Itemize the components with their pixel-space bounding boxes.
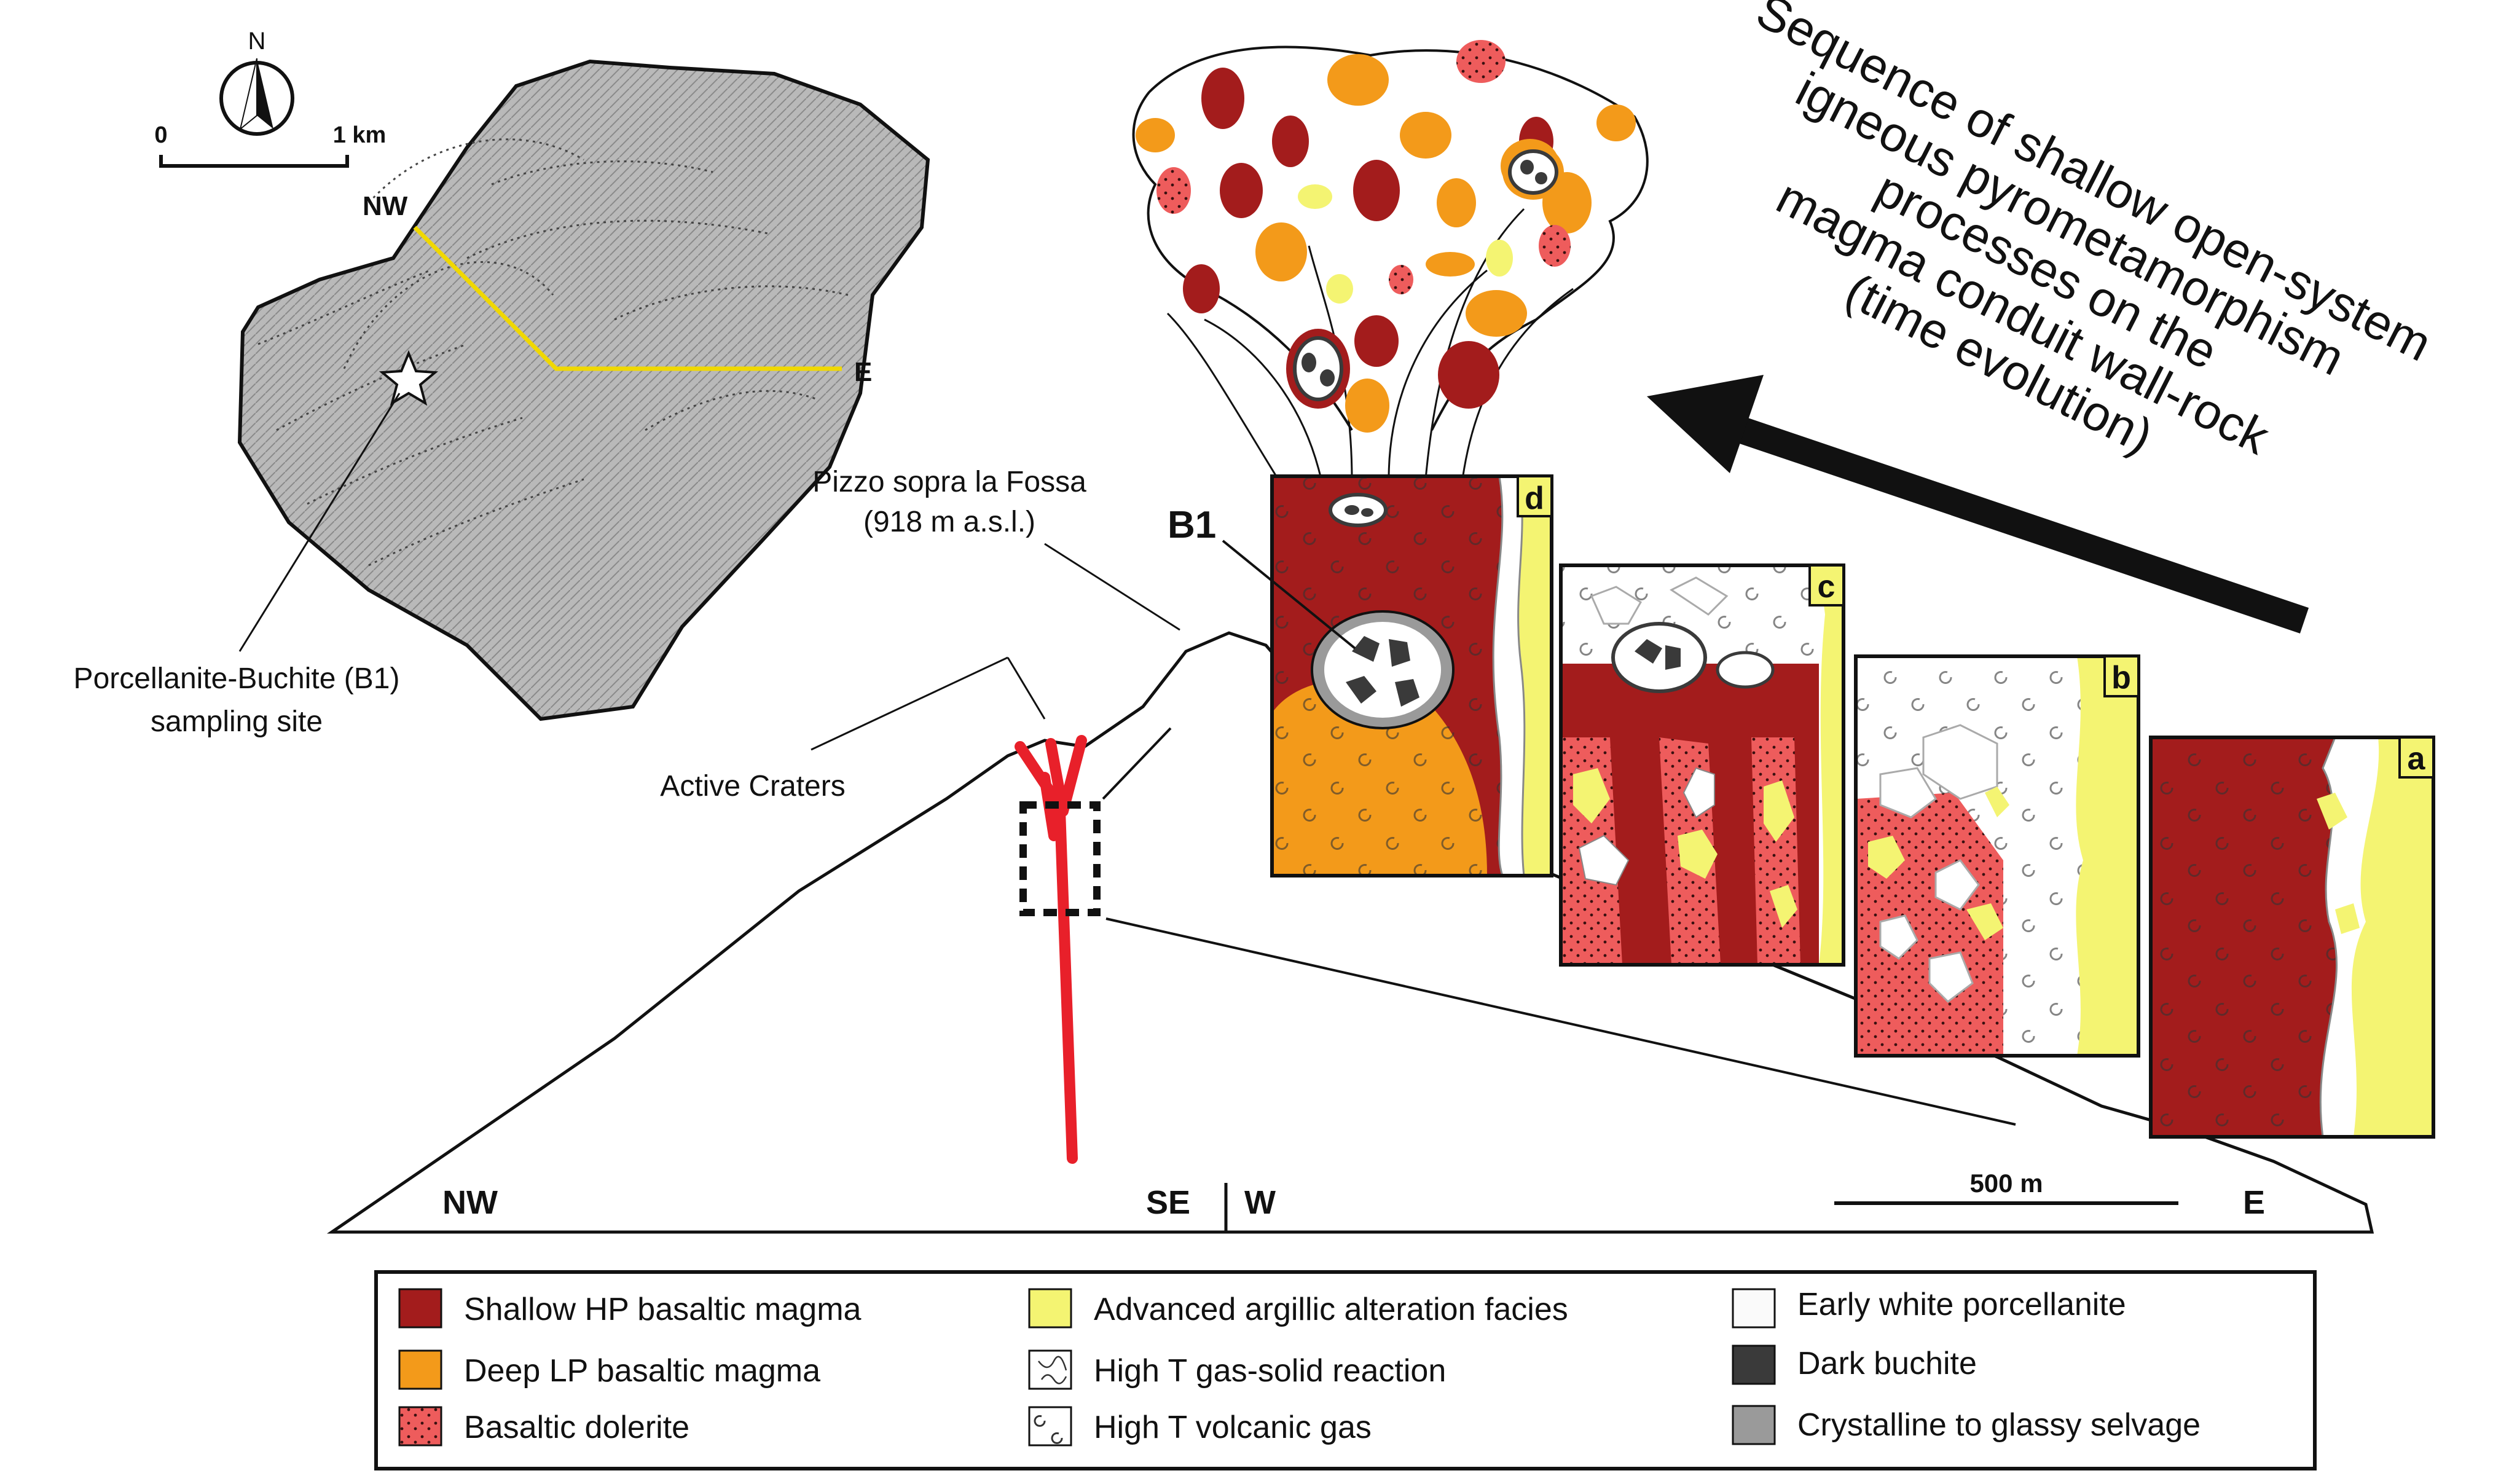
b1-label: B1 (1168, 504, 1216, 546)
panel-a-label: a (2408, 741, 2426, 777)
magma-conduit (1015, 735, 1087, 1164)
site-label-line2: sampling site (151, 705, 323, 738)
legend-item-porcellanite: Early white porcellanite (1732, 1287, 2126, 1329)
eruption-cloud (1132, 40, 1649, 480)
panel-b: b (1854, 654, 2140, 1058)
svg-text:Early white porcellanite: Early white porcellanite (1797, 1287, 2126, 1322)
map-scale-end: 1 km (333, 122, 387, 148)
map-scale-start: 0 (154, 122, 167, 148)
profile-outline (326, 631, 2374, 1234)
panel-b-label: b (2111, 660, 2131, 696)
profile-w-label: W (1244, 1184, 1276, 1221)
time-arrow-icon (1647, 375, 2309, 634)
svg-text:Dark buchite: Dark buchite (1797, 1346, 1977, 1381)
north-label: N (248, 28, 266, 55)
svg-text:Basaltic dolerite: Basaltic dolerite (464, 1410, 689, 1445)
xenolith-icon-2 (1502, 144, 1564, 200)
panel-c: c (1559, 563, 1845, 967)
legend: Shallow HP basaltic magma Deep LP basalt… (374, 1270, 2317, 1470)
svg-text:High T gas-solid reaction: High T gas-solid reaction (1094, 1353, 1446, 1389)
legend-item-deep-magma: Deep LP basaltic magma (398, 1349, 820, 1390)
legend-item-volcanic-gas: High T volcanic gas (1028, 1406, 1372, 1447)
panel-a: a (2149, 736, 2435, 1139)
panel-c-label: c (1818, 569, 1836, 605)
sequence-caption: Sequence of shallow open-system igneous … (1748, 0, 2440, 465)
legend-item-gas-solid: High T gas-solid reaction (1028, 1349, 1446, 1390)
panel-d-label: d (1525, 481, 1544, 516)
craters-label: Active Craters (660, 770, 845, 803)
island-map: NW E Porcellanite-Buchite (B1) sampling … (74, 28, 930, 738)
map-e-label: E (854, 357, 872, 387)
sampling-site-star-icon (379, 350, 439, 406)
north-arrow-icon (219, 58, 294, 136)
section-line (413, 226, 842, 371)
profile-e-label: E (2243, 1184, 2265, 1221)
xenolith-icon (1286, 329, 1350, 409)
svg-text:High T volcanic gas: High T volcanic gas (1094, 1410, 1372, 1445)
svg-text:Crystalline to glassy selvage: Crystalline to glassy selvage (1797, 1407, 2201, 1443)
svg-text:Deep LP basaltic magma: Deep LP basaltic magma (464, 1353, 820, 1389)
profile-nw-label: NW (442, 1184, 498, 1221)
volcano-profile: Pizzo sopra la Fossa (918 m a.s.l.) Acti… (326, 466, 2374, 1234)
island-shape (237, 59, 930, 721)
site-label-line1: Porcellanite-Buchite (B1) (74, 662, 400, 695)
panel-d: d B1 (1168, 474, 1553, 877)
map-scale-bar (159, 155, 349, 168)
legend-item-dolerite: Basaltic dolerite (398, 1406, 689, 1447)
profile-se-label: SE (1146, 1184, 1190, 1221)
legend-item-selvage: Crystalline to glassy selvage (1732, 1405, 2201, 1445)
legend-item-buchite: Dark buchite (1732, 1345, 1977, 1385)
profile-scale-label: 500 m (1969, 1169, 2043, 1198)
map-nw-label: NW (363, 191, 408, 221)
svg-text:Advanced argillic alteration f: Advanced argillic alteration facies (1094, 1292, 1568, 1327)
legend-item-shallow-magma: Shallow HP basaltic magma (398, 1288, 862, 1329)
legend-item-argillic: Advanced argillic alteration facies (1028, 1288, 1568, 1329)
peak-label-line1: Pizzo sopra la Fossa (812, 466, 1086, 498)
peak-label-line2: (918 m a.s.l.) (863, 506, 1035, 538)
svg-text:Shallow HP basaltic magma: Shallow HP basaltic magma (464, 1292, 862, 1327)
